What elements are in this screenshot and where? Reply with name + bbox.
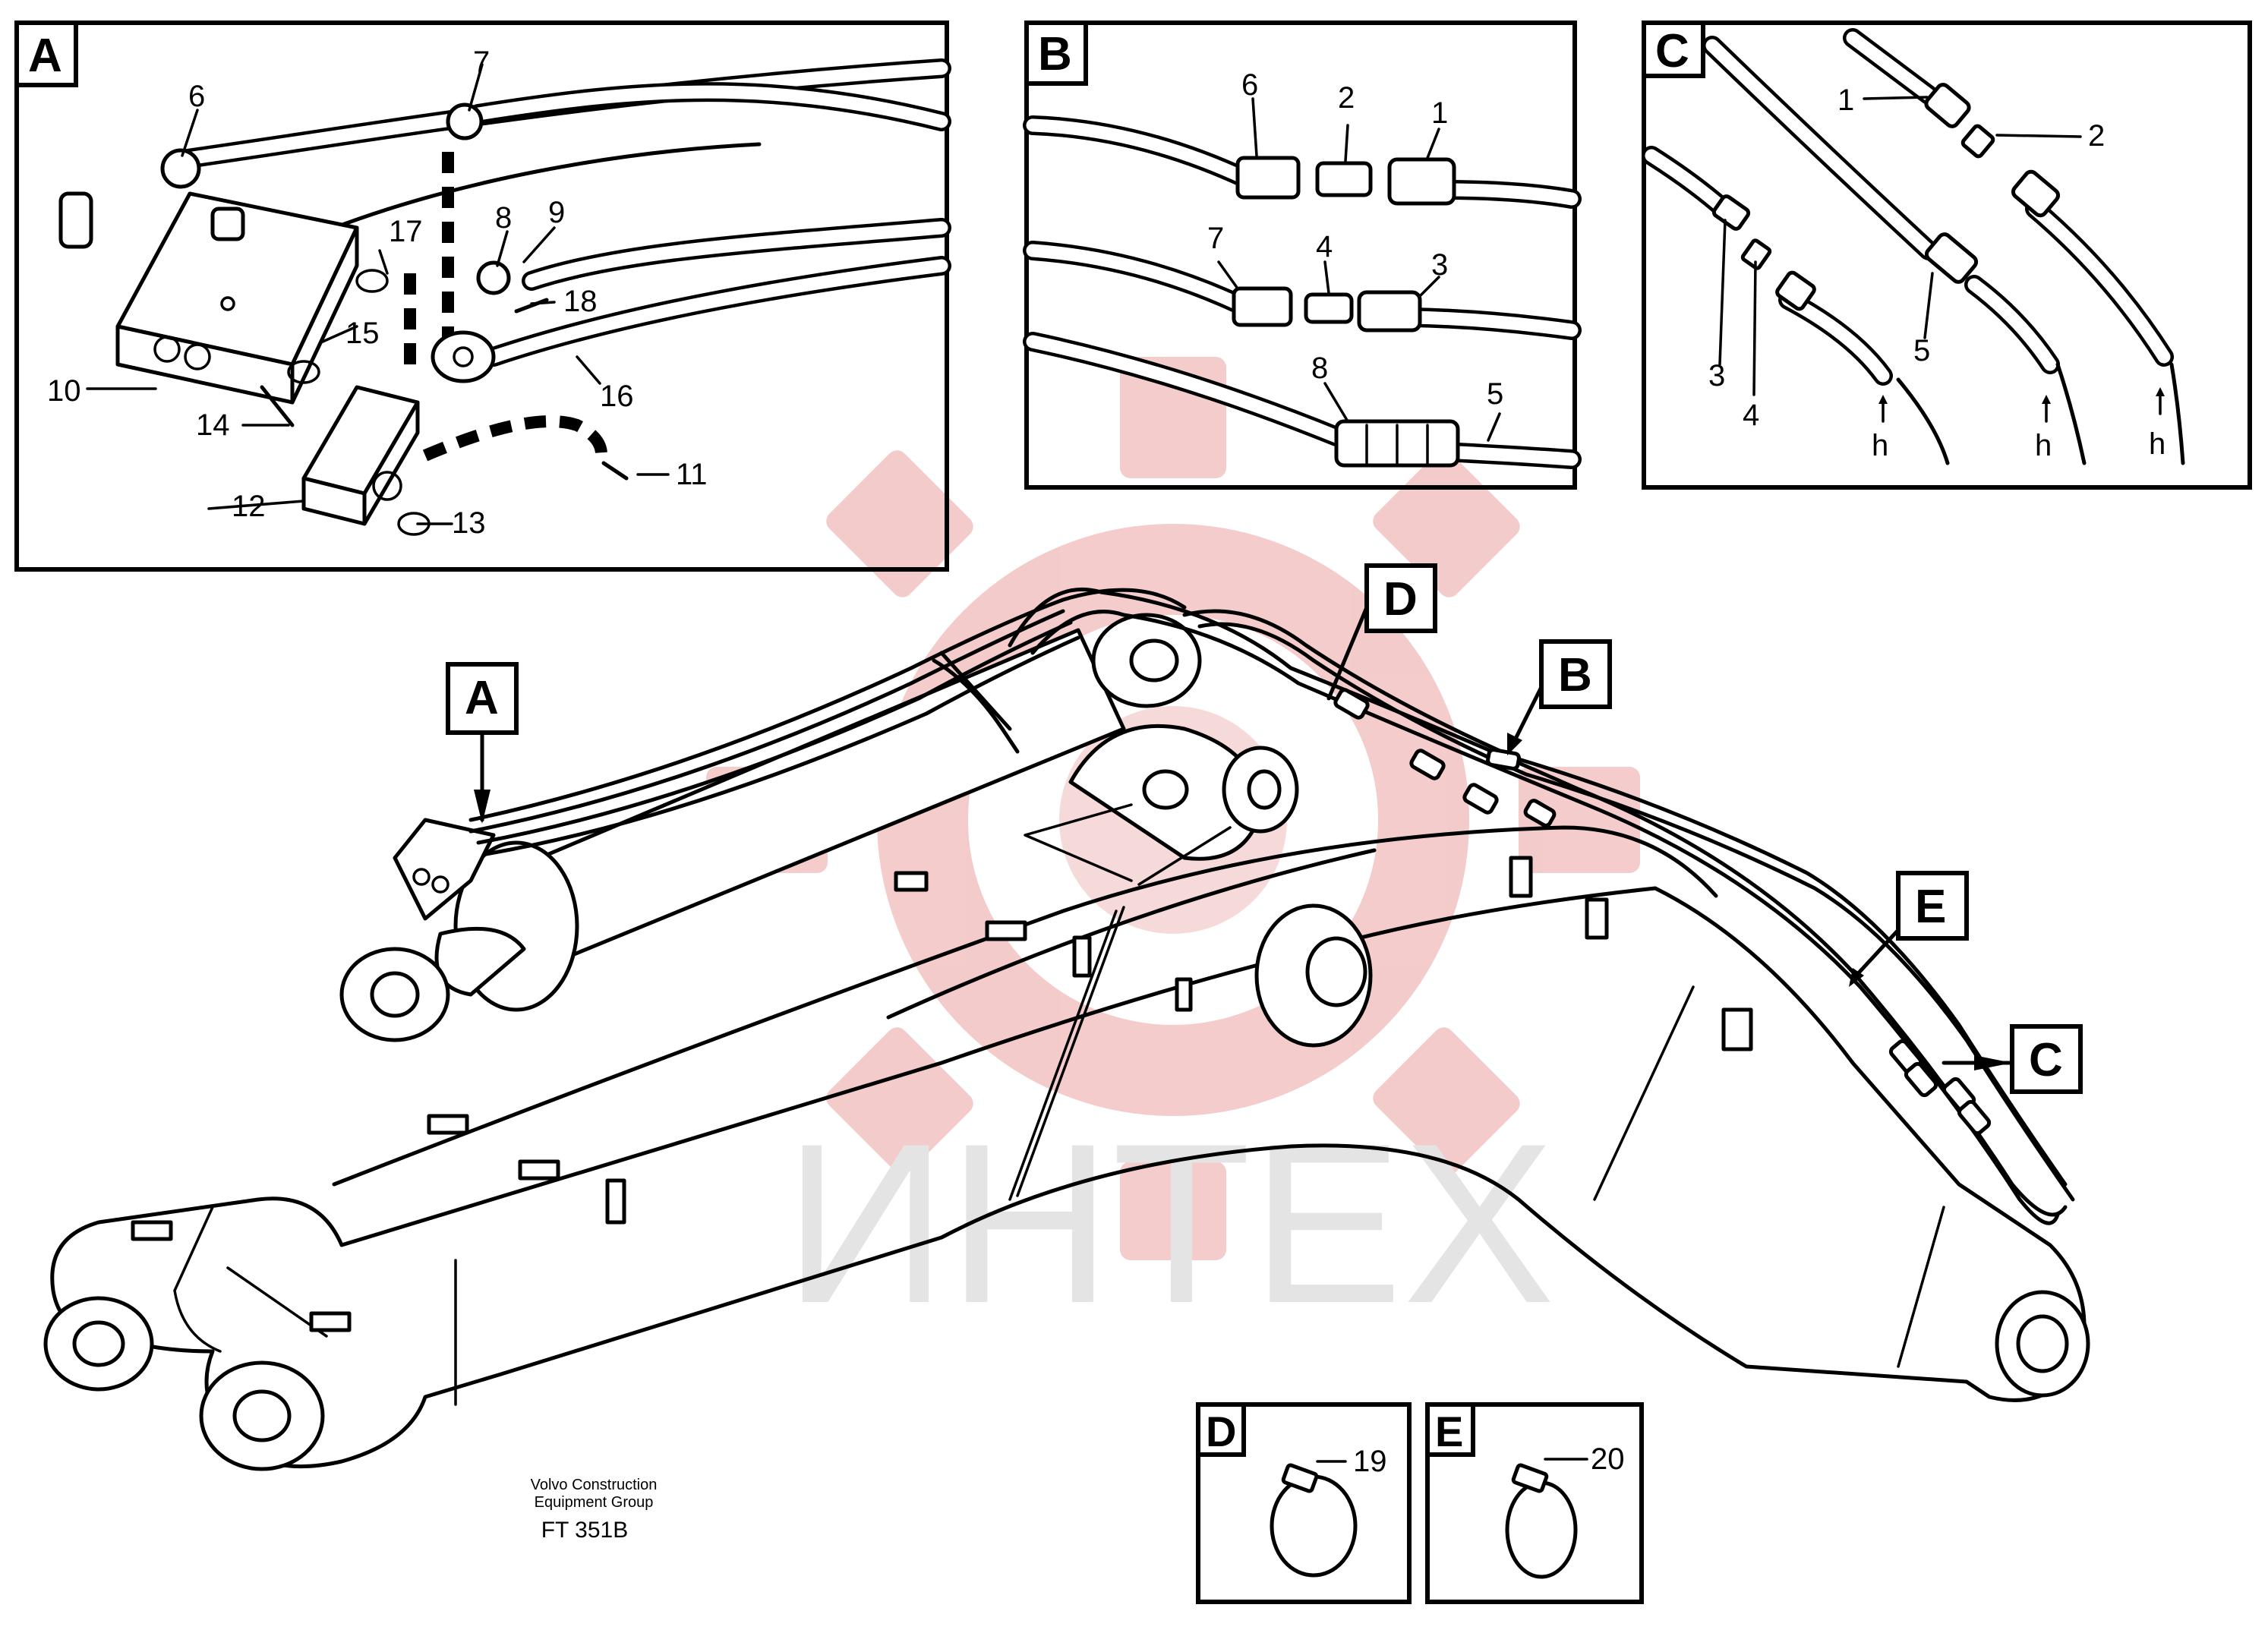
c-item-1: 1	[1837, 84, 1854, 117]
item-14: 14	[196, 408, 230, 442]
item-6: 6	[188, 80, 205, 113]
item-16: 16	[600, 380, 634, 413]
item-13: 13	[452, 506, 486, 540]
panel-a-label: A	[28, 30, 62, 82]
item-10: 10	[47, 374, 81, 408]
panel-b-label: B	[1038, 28, 1072, 80]
svg-text:B: B	[1558, 649, 1592, 701]
company-line-2: Equipment Group	[535, 1494, 654, 1511]
figure-caption: Volvo Construction Equipment Group FT 35…	[531, 1477, 658, 1543]
panel-e-label: E	[1435, 1408, 1463, 1455]
c-item-5: 5	[1913, 334, 1930, 367]
c-arrow-h-3: h	[2149, 427, 2165, 461]
boom-assembly	[43, 587, 2090, 1471]
c-item-3: 3	[1708, 359, 1725, 392]
item-18: 18	[563, 285, 598, 318]
detail-panel-c: C 1 2 3 4 5 h	[1642, 20, 2252, 490]
e-item-20: 20	[1591, 1442, 1625, 1476]
item-7: 7	[473, 46, 490, 79]
callout-a: A	[446, 662, 519, 824]
b-item-2: 2	[1338, 81, 1355, 115]
item-15: 15	[345, 317, 380, 350]
detail-panel-d: D 19	[1196, 1402, 1412, 1604]
d-item-19: 19	[1353, 1445, 1387, 1478]
detail-panel-b: B 6 2 1 7 4 3	[1023, 20, 1582, 490]
callout-e: E	[1849, 871, 1969, 987]
svg-text:D: D	[1383, 573, 1418, 626]
b-item-8: 8	[1311, 352, 1328, 385]
b-item-5: 5	[1487, 377, 1503, 411]
c-item-2: 2	[2088, 119, 2105, 153]
item-17: 17	[389, 215, 423, 248]
b-item-7: 7	[1207, 222, 1224, 255]
b-item-3: 3	[1431, 248, 1448, 282]
c-item-4: 4	[1743, 399, 1759, 432]
svg-text:C: C	[2029, 1034, 2063, 1086]
panel-d-label: D	[1206, 1408, 1236, 1455]
figure-code: FT 351B	[541, 1518, 629, 1543]
item-8: 8	[495, 201, 512, 235]
b-item-1: 1	[1431, 96, 1448, 130]
company-line-1: Volvo Construction	[531, 1477, 658, 1493]
detail-panel-a: A	[14, 20, 951, 572]
callout-c: C	[1942, 1024, 2083, 1094]
c-arrow-h-2: h	[2035, 429, 2052, 462]
item-9: 9	[548, 196, 565, 229]
callout-d: D	[1326, 563, 1437, 701]
b-item-6: 6	[1241, 68, 1258, 102]
callout-b: B	[1507, 639, 1612, 755]
detail-panel-e: E 20	[1425, 1402, 1644, 1604]
svg-text:A: A	[465, 672, 499, 724]
c-arrow-h-1: h	[1872, 429, 1888, 462]
item-11: 11	[676, 458, 708, 491]
b-item-4: 4	[1316, 230, 1333, 263]
watermark-text: ИНТЕХ	[784, 1095, 1555, 1351]
svg-text:E: E	[1915, 881, 1946, 933]
item-12: 12	[232, 490, 266, 523]
panel-c-label: C	[1655, 25, 1689, 77]
